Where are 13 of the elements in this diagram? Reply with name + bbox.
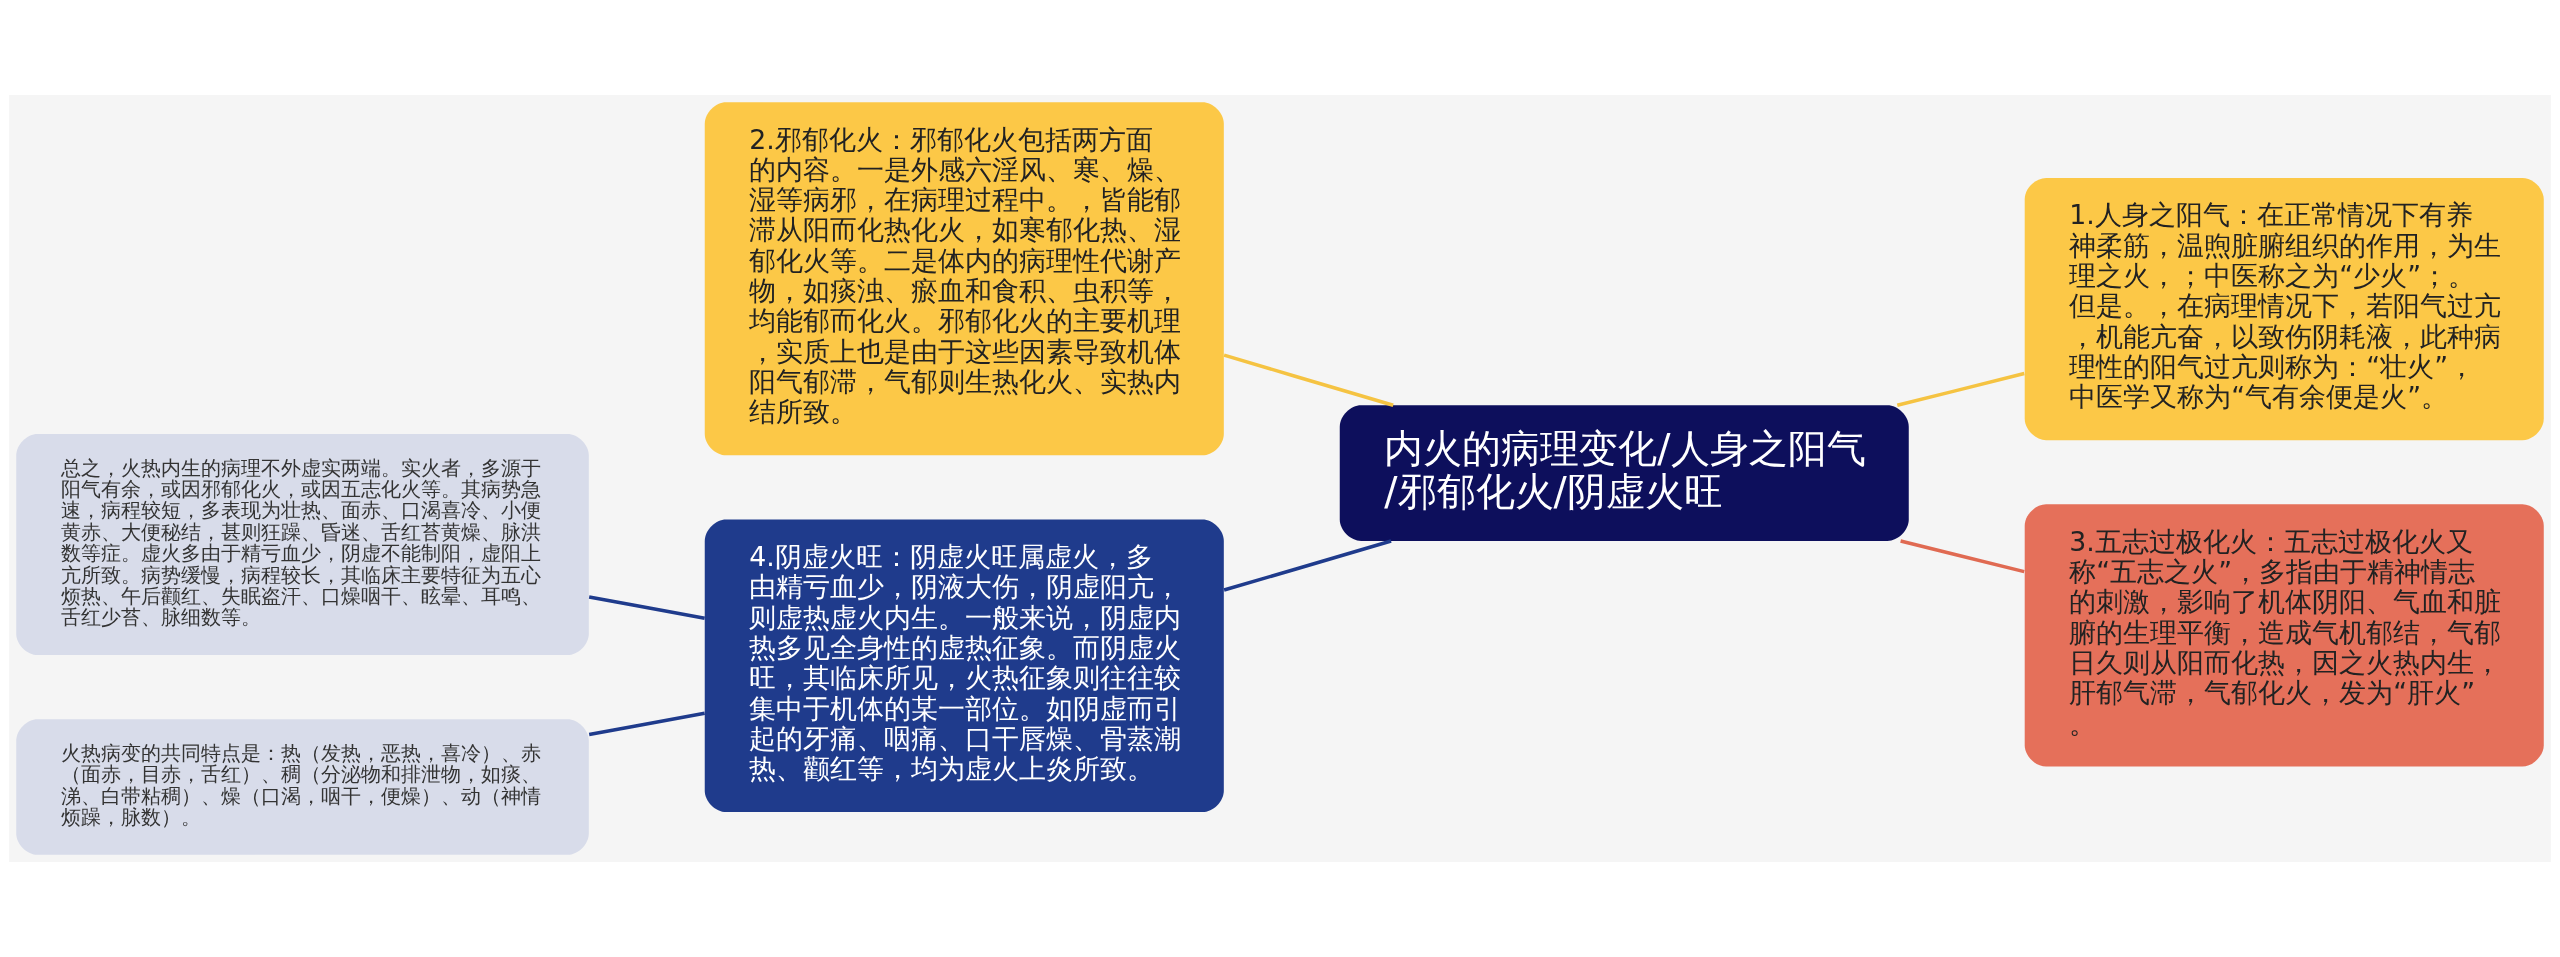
connector	[1223, 539, 1392, 592]
connector	[1896, 371, 2025, 408]
node-box: 内火的病理变化/人身之阳气/邪郁化火/阴虚火旺	[1339, 405, 1909, 541]
connector	[1223, 353, 1394, 407]
connector	[588, 711, 705, 737]
node-box: 火热病变的共同特点是：热（发热，恶热，喜冷）、赤（面赤，目赤，舌红）、稠（分泌物和排泄物，如痰、涕、白带粘稠）、燥（口渴，咽干，便燥）、动（神情烦躁，脉数）。	[16, 719, 589, 855]
node-box: 4.阴虚火旺：阴虚火旺属虚火，多由精亏血少，阴液大伤，阴虚阳亢，则虚热虚火内生。一般来说，阴虚内热多见全身性的虚热征象。而阴虚火旺，其临床所见，火热征象则往往较集中于机体的某一部位。如阴虚而引起的牙痛、咽痛、口干唇燥、骨蒸潮热、颧红等，均为虚火上炎所致。	[704, 519, 1224, 813]
connector	[1900, 539, 2025, 574]
node-box: 总之，火热内生的病理不外虚实两端。实火者，多源于阳气有余，或因邪郁化火，或因五志化火等。其病势急速，病程较短，多表现为壮热、面赤、口渴喜冷、小便黄赤、大便秘结，甚则狂躁、昏迷、舌红苔黄燥、脉洪数等症。虚火多由于精亏血少，阴虚不能制阳，虚阳上亢所致。病势缓慢，病程较长，其临床主要特征为五心烦热、午后颧红、失眠盗汗、口燥咽干、眩晕、耳鸣、舌红少苔、脉细数等。	[16, 433, 589, 656]
node-box: 3.五志过极化火：五志过极化火又称“五志之火”，多指由于精神情志的刺激，影响了机体阴阳、气血和脏腑的生理平衡，造成气机郁结，气郁日久则从阳而化热，因之火热内生，肝郁气滞，气郁化火，发为“肝火”。	[2024, 504, 2544, 767]
connector	[588, 595, 705, 621]
node-box: 1.人身之阳气：在正常情况下有养神柔筋，温煦脏腑组织的作用，为生理之火，；中医称之为“少火”；。但是。，在病理情况下，若阳气过亢，机能亢奋，以致伤阴耗液，此种病理性的阳气过亢则称为：“壮火”，中医学又称为“气有余便是火”。	[2024, 177, 2544, 441]
node-box: 2.邪郁化火：邪郁化火包括两方面的内容。一是外感六淫风、寒、燥、湿等病邪，在病理过程中。，皆能郁滞从阳而化热化火，如寒郁化热、湿郁化火等。二是体内的病理性代谢产物，如痰浊、瘀血和食积、虫积等，均能郁而化火。邪郁化火的主要机理，实质上也是由于这些因素导致机体阳气郁滞，气郁则生热化火、实热内结所致。	[704, 102, 1224, 456]
